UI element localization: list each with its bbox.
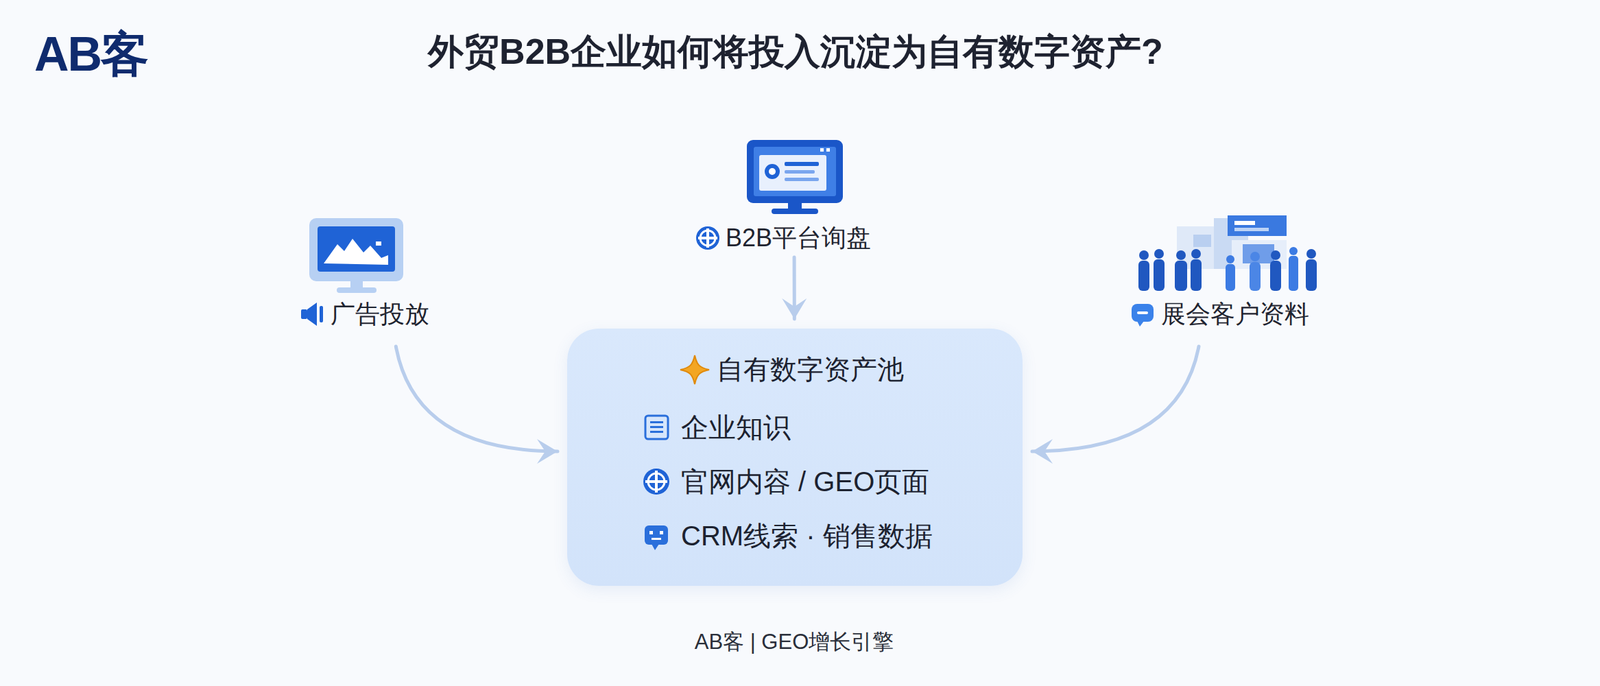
chat-tail [651, 543, 660, 551]
node-item: 官网内容 / GEO页面 [681, 464, 930, 498]
monitor-base [336, 287, 377, 293]
chat-bubble [644, 525, 668, 545]
arrow-line [792, 257, 797, 319]
list-line [650, 421, 664, 424]
chat-icon [1131, 303, 1154, 327]
arrow-line [395, 346, 558, 452]
monitor-screen [753, 146, 837, 197]
person-head [1306, 248, 1317, 259]
node-label: 自有数字资产池 [716, 353, 904, 387]
arrow-head [781, 298, 807, 319]
speaker-body [301, 309, 308, 319]
chat-mouth [651, 537, 662, 540]
person-body [1249, 261, 1261, 291]
flow-arrow [1032, 346, 1199, 464]
person-body [1138, 260, 1150, 291]
globe-ring [648, 473, 665, 490]
flow-arrow [781, 257, 807, 319]
chat-icon [644, 525, 668, 551]
chat-eye [649, 530, 653, 535]
crowd-silhouettes [1138, 246, 1317, 291]
chat-dot [764, 163, 780, 179]
speaker-cone [307, 302, 317, 326]
person-body [1225, 264, 1236, 291]
node-item: 企业知识 [681, 410, 791, 444]
node-label: 广告投放 [330, 299, 430, 330]
person-head [1191, 248, 1201, 259]
list-frame [645, 415, 668, 439]
person-body [1153, 259, 1165, 291]
globe-icon [696, 226, 720, 250]
source-node: B2B平台询盘 [685, 133, 892, 258]
banner-line [1234, 227, 1269, 232]
monitor-screen [317, 226, 396, 272]
globe-line [654, 470, 658, 493]
flow-arrow [395, 346, 558, 464]
person-head [1176, 250, 1186, 260]
ad-monitor-icon [309, 218, 404, 293]
diagram-title: 外贸B2B企业如何将投入沉淀为自有数字资产? [0, 29, 1592, 74]
screen-dot [820, 148, 824, 152]
list-line [650, 430, 664, 433]
booth-window [1193, 234, 1212, 247]
person-head [1226, 255, 1235, 264]
text-line [784, 161, 819, 166]
monitor-base [771, 208, 819, 214]
chat-tail [1137, 320, 1144, 327]
asset-pool-box: 自有数字资产池企业知识官网内容 / GEO页面 CRM线索 · 销售数据 [567, 328, 1023, 586]
text-line [784, 170, 815, 174]
arrow-line [1032, 346, 1199, 452]
text-line [784, 177, 819, 182]
source-node: 广告投放 [288, 212, 439, 347]
person-head [1250, 251, 1260, 262]
person-body [1174, 260, 1188, 291]
booth-banner [1227, 215, 1287, 236]
screen-dot [826, 148, 830, 152]
monitor-neck [350, 281, 363, 289]
globe-line [645, 480, 668, 483]
person-head [1270, 250, 1281, 260]
list-icon [645, 415, 668, 439]
globe-circle [696, 226, 720, 250]
node-item: CRM线索 · 销售数据 [681, 519, 933, 553]
chat-bubble [1131, 303, 1154, 322]
node-label: 展会客户资料 [1161, 299, 1310, 330]
monitor-frame [746, 139, 843, 204]
person-body [1190, 259, 1202, 291]
booth-screen [1242, 244, 1275, 264]
b2b-monitor-icon [746, 139, 843, 214]
list-line [650, 425, 664, 428]
person-body [1305, 259, 1317, 291]
screen-chart [323, 238, 389, 265]
chat-line [1137, 311, 1149, 315]
source-node: 展会客户资料 [1124, 205, 1331, 347]
arrow-head [536, 438, 558, 464]
node-label: B2B平台询盘 [725, 222, 871, 254]
speaker-icon [301, 302, 324, 326]
globe-line [706, 228, 710, 248]
person-head [1139, 250, 1149, 260]
arrow-head [1032, 438, 1053, 464]
star-icon [680, 355, 710, 385]
banner-line [1234, 220, 1256, 225]
person-head [1289, 246, 1298, 256]
globe-line [698, 236, 718, 240]
globe-ring [700, 230, 716, 246]
person-body [1270, 260, 1282, 291]
diagram-caption: AB客 | GEO增长引擎 [0, 628, 1589, 656]
chat-eye [659, 530, 664, 535]
globe-icon [643, 468, 670, 495]
brand-logo: AB客 [34, 27, 148, 81]
chat-dot-inner [768, 168, 776, 175]
globe-circle [643, 468, 670, 495]
screen-dot [375, 241, 382, 246]
person-head [1154, 248, 1164, 259]
speaker-wave [319, 305, 324, 323]
person-body [1288, 255, 1299, 291]
screen-page [759, 154, 827, 191]
monitor-frame [309, 218, 404, 282]
